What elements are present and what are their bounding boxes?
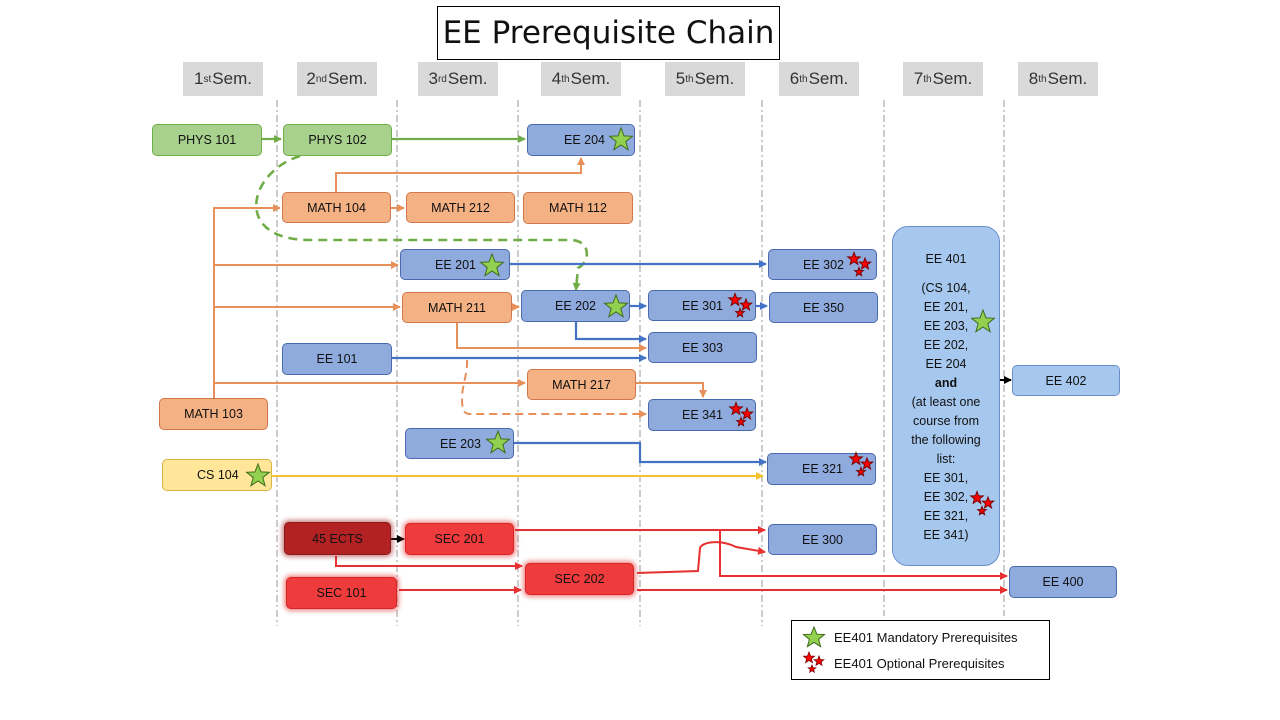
course-ee401[interactable]: EE 401 (CS 104, EE 201, EE 203, EE 202, …: [892, 226, 1000, 566]
black-connectors: [391, 376, 1012, 543]
legend-mandatory: EE401 Mandatory Prerequisites: [802, 626, 1018, 648]
ee401-line: (at least one: [911, 395, 981, 409]
ee401-line: course from: [913, 414, 979, 428]
course-math103[interactable]: MATH 103: [159, 398, 268, 430]
course-ee350[interactable]: EE 350: [769, 292, 878, 323]
ee401-line: EE 201,: [923, 300, 969, 314]
ee401-and: and: [934, 376, 958, 390]
ee401-line: EE 302,: [923, 490, 969, 504]
course-math112[interactable]: MATH 112: [523, 192, 633, 224]
ee401-line: EE 203,: [923, 319, 969, 333]
ee401-title: EE 401: [925, 252, 967, 266]
course-sec202[interactable]: SEC 202: [525, 563, 634, 595]
physics-connectors: [255, 135, 589, 291]
course-math211[interactable]: MATH 211: [402, 292, 512, 323]
ee401-line: the following: [911, 433, 981, 447]
course-ee400[interactable]: EE 400: [1009, 566, 1117, 598]
ee401-line: EE 204: [925, 357, 967, 371]
course-ee301[interactable]: EE 301: [648, 290, 756, 321]
course-ee204[interactable]: EE 204: [527, 124, 635, 156]
course-ee321[interactable]: EE 321: [767, 453, 876, 485]
legend-optional-label: EE401 Optional Prerequisites: [834, 655, 1005, 671]
course-ee300[interactable]: EE 300: [768, 524, 877, 555]
course-ee203[interactable]: EE 203: [405, 428, 514, 459]
course-ee202[interactable]: EE 202: [521, 290, 630, 322]
diagram-title: EE Prerequisite Chain: [437, 6, 780, 60]
ee-connectors: [392, 260, 768, 466]
sec-connectors: [335, 526, 1008, 594]
red-stars-icon: [802, 651, 825, 674]
course-sec201[interactable]: SEC 201: [405, 523, 514, 555]
ee401-line: (CS 104,: [921, 281, 971, 295]
ee401-line: list:: [936, 452, 956, 466]
legend-optional: EE401 Optional Prerequisites: [802, 651, 1005, 674]
course-phys102[interactable]: PHYS 102: [283, 124, 392, 156]
legend: EE401 Mandatory Prerequisites EE401 Opti…: [791, 620, 1050, 680]
math-connectors: [213, 157, 707, 418]
course-sec101[interactable]: SEC 101: [286, 577, 397, 609]
course-45-ects[interactable]: 45 ECTS: [284, 522, 391, 555]
course-phys101[interactable]: PHYS 101: [152, 124, 262, 156]
green-star-icon: [802, 626, 826, 648]
course-cs104[interactable]: CS 104: [162, 459, 272, 491]
course-ee201[interactable]: EE 201: [400, 249, 510, 280]
ee401-line: EE 321,: [923, 509, 969, 523]
course-ee101[interactable]: EE 101: [282, 343, 392, 375]
ee401-line: EE 301,: [923, 471, 969, 485]
course-ee341[interactable]: EE 341: [648, 399, 756, 431]
course-ee302[interactable]: EE 302: [768, 249, 877, 280]
course-ee402[interactable]: EE 402: [1012, 365, 1120, 396]
ee401-line: EE 341): [923, 528, 969, 542]
legend-mandatory-label: EE401 Mandatory Prerequisites: [834, 629, 1018, 645]
course-ee303[interactable]: EE 303: [648, 332, 757, 363]
ee401-spacer: [893, 269, 999, 279]
ee401-line: EE 202,: [923, 338, 969, 352]
course-math217[interactable]: MATH 217: [527, 369, 636, 400]
course-math104[interactable]: MATH 104: [282, 192, 391, 223]
course-math212[interactable]: MATH 212: [406, 192, 515, 223]
